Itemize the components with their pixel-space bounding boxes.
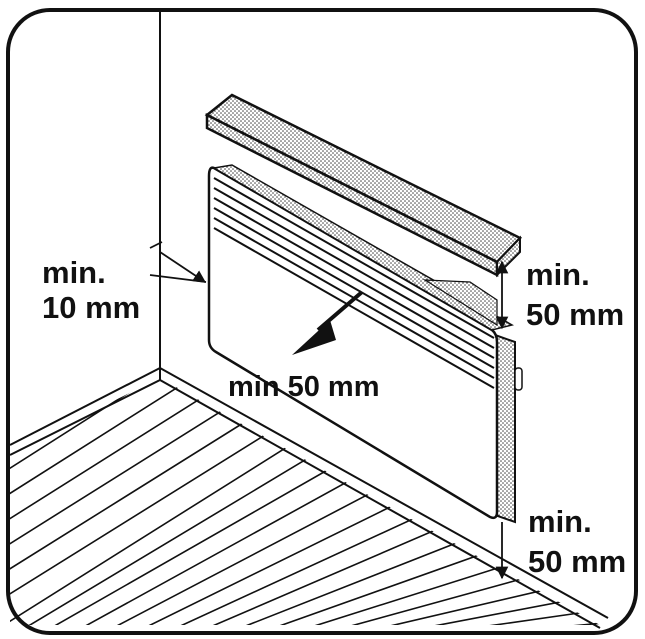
side-clearance-dimension xyxy=(149,241,207,283)
skirting-board xyxy=(9,367,609,629)
side-clearance-label-line2: 10 mm xyxy=(42,290,140,325)
top-clearance-label-line2: 50 mm xyxy=(526,297,624,332)
heater xyxy=(207,164,523,524)
heater-control-knob xyxy=(514,367,523,391)
floor-clearance-label-line2: 50 mm xyxy=(528,544,626,579)
top-clearance-label-line1: min. xyxy=(526,257,590,292)
front-clearance-label: min 50 mm xyxy=(228,371,380,403)
heater-top-edge xyxy=(211,164,514,331)
side-clearance-label-line1: min. xyxy=(42,255,106,290)
front-clearance-arrow xyxy=(292,290,364,355)
floor-clearance-label-line1: min. xyxy=(528,504,592,539)
